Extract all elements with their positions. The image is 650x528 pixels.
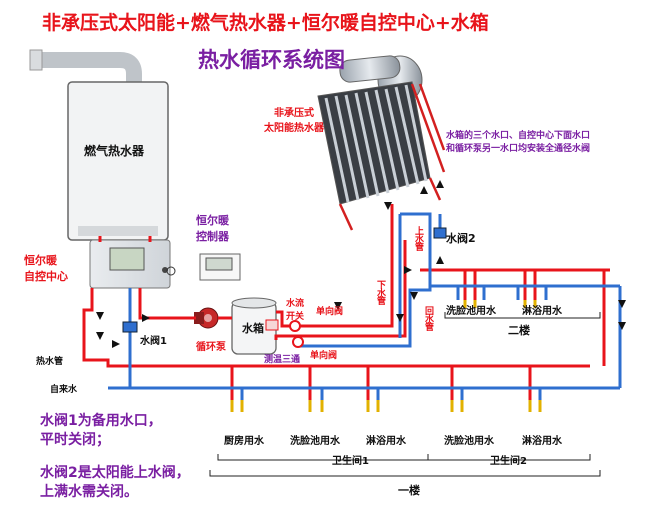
tank-label: 水箱 xyxy=(242,322,264,335)
solar-heater-icon xyxy=(317,55,446,231)
tank-note-line2: 和循环泵另一水口均安装全通径水阀 xyxy=(446,144,591,154)
down-pipe-label: 下水管 xyxy=(375,280,385,304)
floor1-label: 一楼 xyxy=(398,484,420,497)
solar-label-line2: 太阳能热水器 xyxy=(264,123,324,134)
flow-switch-line2: 开关 xyxy=(286,312,305,322)
bottom-note-1-line1: 水阀1为备用水口， xyxy=(40,413,162,429)
control-center-label-line2: 自控中心 xyxy=(24,270,68,283)
bottom-note-2-line2: 上满水需关闭。 xyxy=(40,484,138,500)
bottom-note-1-line2: 平时关闭； xyxy=(40,432,110,448)
controller-label-line2: 控制器 xyxy=(196,230,229,243)
sub-title: 热水循环系统图 xyxy=(198,48,345,72)
f1-washbasin-1-label: 洗脸池用水 xyxy=(290,436,340,447)
tank-note-line1: 水箱的三个水口、自控中心下面水口 xyxy=(446,131,591,141)
controller-label: 恒尔暖 控制器 xyxy=(196,212,229,244)
control-center-label: 恒尔暖 自控中心 xyxy=(24,252,68,284)
check-valve-bottom-label: 单向阀 xyxy=(310,351,338,361)
bottom-note-2: 水阀2是太阳能上水阀， 上满水需关闭。 xyxy=(40,464,190,502)
hot-water-pipes xyxy=(82,204,610,400)
fixture-stubs xyxy=(230,300,542,412)
controller-label-line1: 恒尔暖 xyxy=(196,214,229,227)
gas-heater-label: 燃气热水器 xyxy=(84,144,145,158)
flow-switch-label: 水流 开关 xyxy=(286,296,304,322)
bottom-note-2-line1: 水阀2是太阳能上水阀， xyxy=(40,465,190,481)
bath2-label: 卫生间2 xyxy=(490,456,527,467)
solar-label: 非承压式 太阳能热水器 xyxy=(264,104,324,134)
pump-icon xyxy=(194,307,219,329)
valve1-label: 水阀1 xyxy=(140,336,167,347)
main-title: 非承压式太阳能+燃气热水器+恒尔暖自控中心+水箱 xyxy=(42,12,489,34)
floor2-label: 二楼 xyxy=(508,324,530,337)
flow-switch-line1: 水流 xyxy=(286,299,305,309)
gas-heater-icon xyxy=(67,81,169,241)
temp-mix-label: 测温三通 xyxy=(264,355,301,365)
floor-brackets xyxy=(209,312,601,477)
bottom-note-1: 水阀1为备用水口， 平时关闭； xyxy=(40,412,162,450)
valve2-label: 水阀2 xyxy=(446,232,476,245)
f1-kitchen-label: 厨房用水 xyxy=(224,436,264,447)
f2-washbasin-label: 洗脸池用水 xyxy=(446,306,496,317)
cold-pipe-label: 自来水 xyxy=(50,385,78,395)
pump-label: 循环泵 xyxy=(196,342,226,353)
up-pipe-label: 上水管 xyxy=(413,226,423,250)
check-valve-top-label: 单向阀 xyxy=(316,307,344,317)
hot-pipe-label: 热水管 xyxy=(36,357,64,367)
solar-label-line1: 非承压式 xyxy=(274,108,314,119)
valve-icon xyxy=(122,227,447,348)
f2-shower-label: 淋浴用水 xyxy=(522,306,562,317)
control-center-label-line1: 恒尔暖 xyxy=(24,254,57,267)
f1-washbasin-2-label: 洗脸池用水 xyxy=(444,436,494,447)
f1-shower-2-label: 淋浴用水 xyxy=(522,436,562,447)
arrow-icon xyxy=(96,180,626,348)
f1-shower-1-label: 淋浴用水 xyxy=(366,436,406,447)
flue-pipe xyxy=(29,49,142,84)
tank-note: 水箱的三个水口、自控中心下面水口 和循环泵另一水口均安装全通径水阀 xyxy=(446,130,590,156)
bath1-label: 卫生间1 xyxy=(332,456,369,467)
return-pipe-label: 回水管 xyxy=(423,306,433,330)
